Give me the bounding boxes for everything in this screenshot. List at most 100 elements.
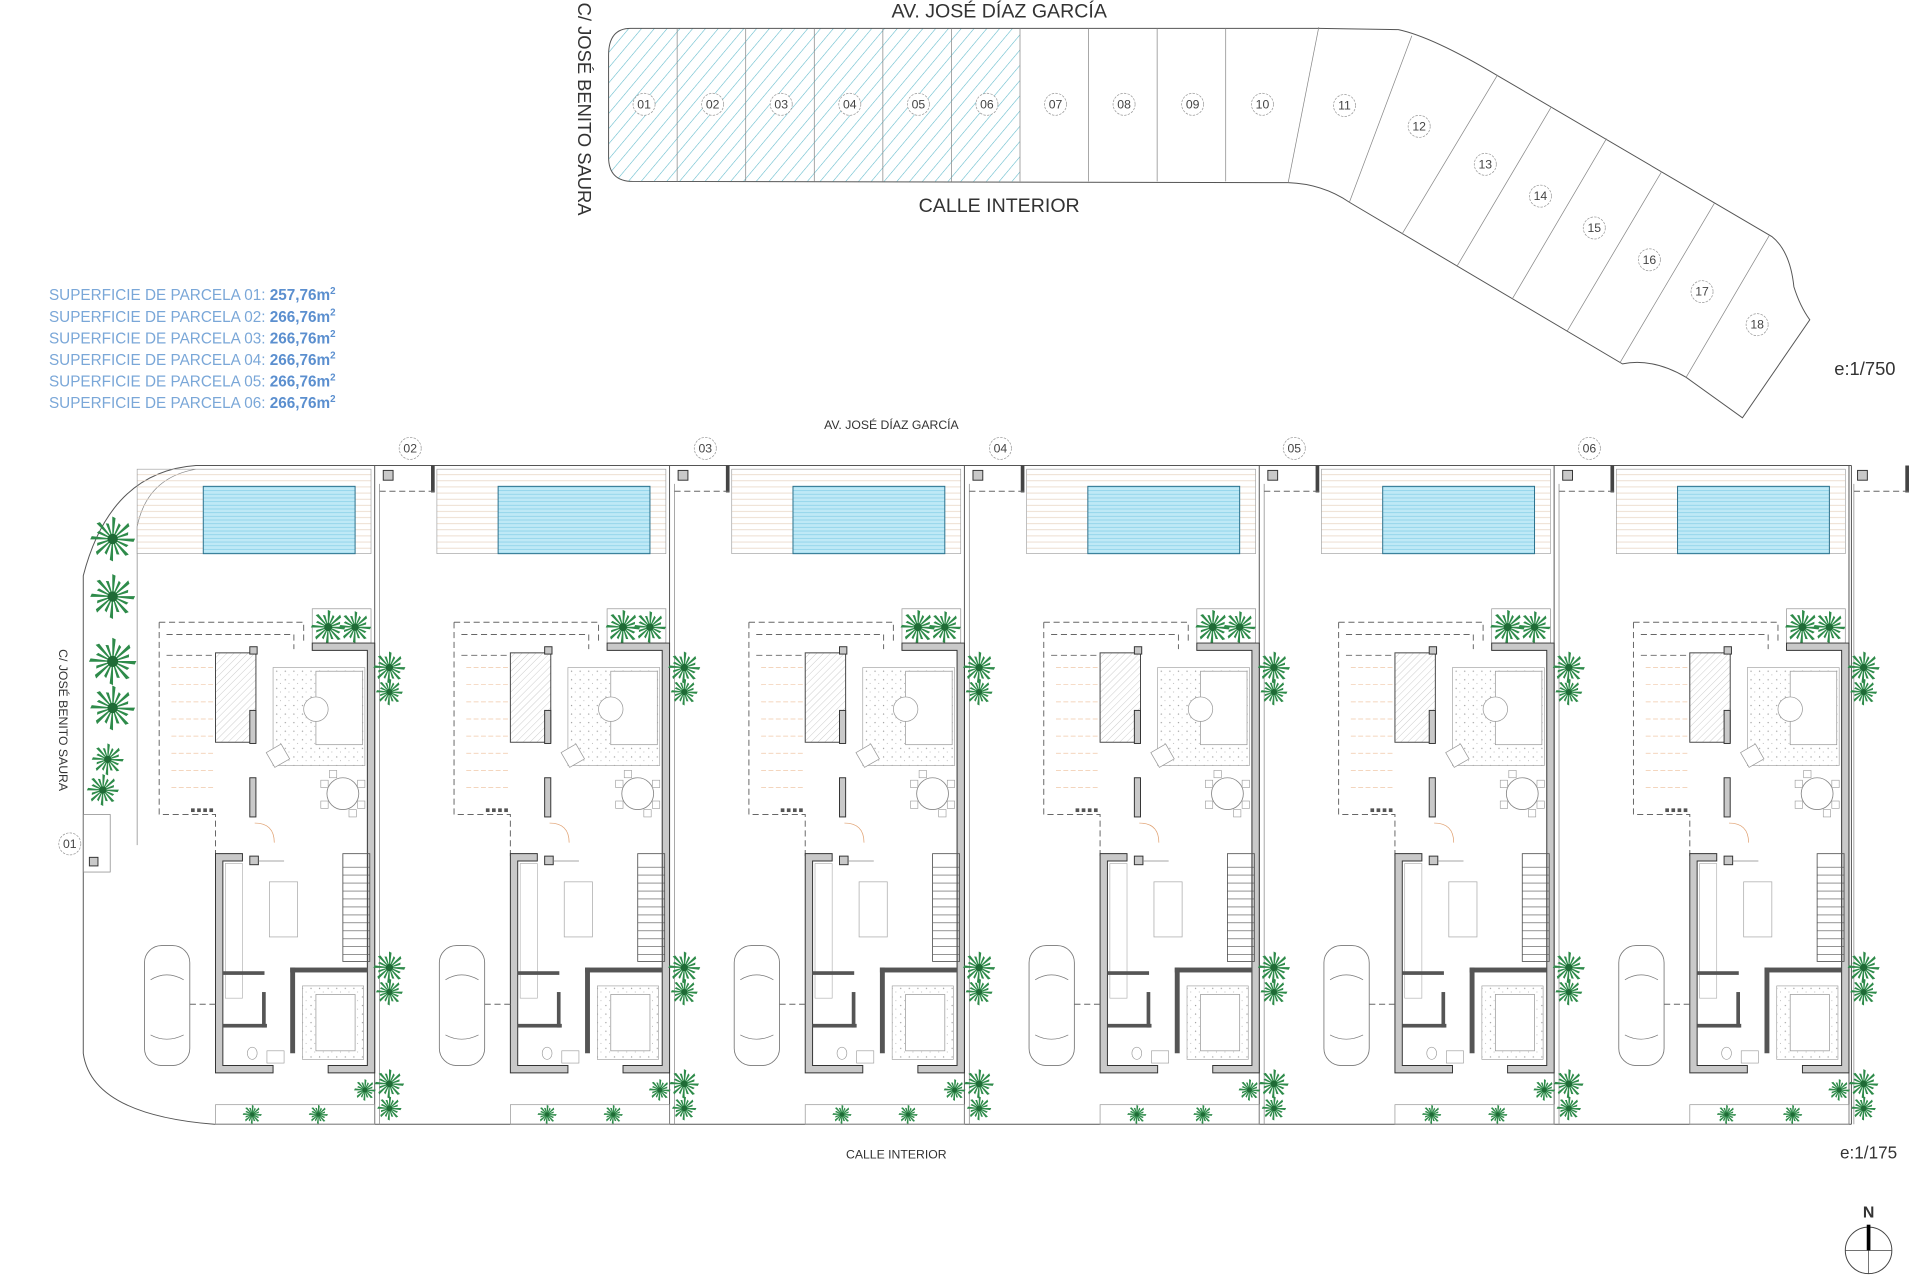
plant-leaf bbox=[547, 1114, 557, 1116]
bed bbox=[905, 994, 946, 1052]
plant-leaf bbox=[1863, 967, 1880, 970]
plant-leaf bbox=[1273, 651, 1277, 668]
plant-leaf bbox=[389, 682, 400, 693]
plant-leaf bbox=[389, 967, 406, 970]
lot-number-circle bbox=[906, 92, 930, 116]
plant-icon bbox=[1127, 1104, 1147, 1125]
plant-leaf bbox=[1863, 1083, 1869, 1095]
plant-leaf bbox=[1199, 1107, 1204, 1115]
legend-label: SUPERFICIE DE PARCELA 05: bbox=[49, 373, 270, 390]
staircase bbox=[1816, 853, 1845, 962]
plant-leaf bbox=[539, 1114, 548, 1122]
plant-leaf bbox=[649, 611, 653, 628]
plant-leaf bbox=[1792, 1114, 1803, 1116]
wall-segment bbox=[1723, 709, 1731, 744]
car-body bbox=[1323, 945, 1370, 1066]
site-lot-14: 14 bbox=[1529, 184, 1552, 208]
coffee-table bbox=[1777, 696, 1803, 722]
bed bbox=[610, 994, 651, 1052]
plant-leaf bbox=[610, 1107, 614, 1115]
car-windows bbox=[740, 974, 774, 1040]
plant-leaf bbox=[917, 626, 931, 641]
plant-leaf bbox=[543, 1107, 548, 1115]
plant-leaf bbox=[1802, 621, 1815, 628]
plant-leaf bbox=[1817, 626, 1830, 639]
plant-leaf bbox=[898, 1113, 909, 1115]
plant-leaf bbox=[1557, 655, 1570, 668]
plant-leaf bbox=[1556, 967, 1570, 980]
plant-icon bbox=[374, 1069, 405, 1099]
plant-leaf bbox=[1813, 624, 1830, 628]
lot-number-circle bbox=[1333, 94, 1356, 117]
dining-table bbox=[916, 777, 949, 811]
plant-leaf bbox=[917, 614, 931, 628]
storage-block bbox=[1689, 652, 1731, 743]
plant-center bbox=[1565, 988, 1572, 996]
plant-leaf bbox=[389, 978, 392, 993]
front-planter bbox=[215, 1104, 376, 1125]
plant-leaf bbox=[1202, 1114, 1207, 1122]
plant-center bbox=[1208, 623, 1217, 632]
plant-leaf bbox=[841, 1114, 852, 1116]
interior-wall bbox=[1469, 967, 1475, 1054]
plant-leaf bbox=[1271, 967, 1275, 984]
plant-leaf bbox=[1568, 1108, 1581, 1111]
plant-leaf bbox=[1532, 627, 1535, 644]
plant-leaf bbox=[1262, 655, 1275, 668]
plant-leaf bbox=[683, 1099, 694, 1109]
plant-leaf bbox=[1273, 991, 1288, 994]
plant-icon bbox=[965, 678, 993, 706]
plant-icon bbox=[898, 1104, 918, 1125]
plant-leaf bbox=[947, 1089, 955, 1094]
plant-leaf bbox=[245, 1114, 253, 1122]
legend-superscript: 2 bbox=[330, 308, 336, 319]
plant-leaf bbox=[1838, 1089, 1843, 1098]
front-planter bbox=[1689, 1104, 1850, 1125]
lot-number-circle bbox=[769, 92, 793, 116]
gate-pillar bbox=[1610, 465, 1615, 493]
kitchen-counter bbox=[1109, 863, 1128, 999]
plant-icon bbox=[964, 1069, 994, 1099]
plant-leaf bbox=[978, 991, 984, 1002]
plant-center bbox=[975, 1080, 983, 1088]
wall-segment bbox=[544, 709, 552, 744]
plant-leaf bbox=[389, 655, 402, 668]
plant-leaf bbox=[675, 1099, 685, 1109]
plant-leaf bbox=[1566, 967, 1570, 984]
plant-leaf bbox=[1522, 615, 1535, 628]
plant-icon bbox=[1261, 1096, 1287, 1121]
plant-leaf bbox=[606, 1114, 614, 1122]
kitchen-counter bbox=[519, 863, 538, 999]
bed bbox=[1789, 994, 1830, 1052]
exterior-wall-west bbox=[215, 853, 274, 1074]
plant-leaf bbox=[901, 1114, 909, 1118]
plant-leaf bbox=[969, 981, 980, 993]
car-icon bbox=[1618, 945, 1665, 1066]
plant-leaf bbox=[1241, 1089, 1250, 1098]
plant-leaf bbox=[387, 991, 390, 1006]
plant-leaf bbox=[978, 982, 990, 993]
plant-leaf bbox=[537, 1113, 548, 1115]
legend-label: SUPERFICIE DE PARCELA 06: bbox=[49, 395, 270, 412]
plant-leaf bbox=[102, 789, 119, 793]
site-lot-18: 18 bbox=[1745, 313, 1769, 337]
dining-chair bbox=[1205, 779, 1214, 788]
plant-icon bbox=[1552, 951, 1585, 984]
lot-number: 03 bbox=[774, 97, 788, 111]
plant-leaf bbox=[311, 1114, 319, 1122]
exterior-wall-east bbox=[1786, 642, 1850, 1074]
plant-leaf bbox=[1831, 1089, 1840, 1094]
plant-icon bbox=[1518, 611, 1551, 644]
plant-center bbox=[619, 623, 627, 632]
plant-leaf bbox=[1263, 691, 1275, 702]
plant-leaf bbox=[679, 1073, 685, 1085]
plant-leaf bbox=[979, 667, 996, 670]
plant-leaf bbox=[977, 1083, 980, 1099]
plant-leaf bbox=[977, 1108, 980, 1121]
plant-leaf bbox=[1861, 667, 1865, 684]
plant-leaf bbox=[1726, 1104, 1728, 1115]
plant-leaf bbox=[242, 1113, 253, 1115]
lot-divider bbox=[1349, 35, 1413, 203]
plant-leaf bbox=[683, 991, 695, 1003]
plant-leaf bbox=[684, 1083, 699, 1086]
